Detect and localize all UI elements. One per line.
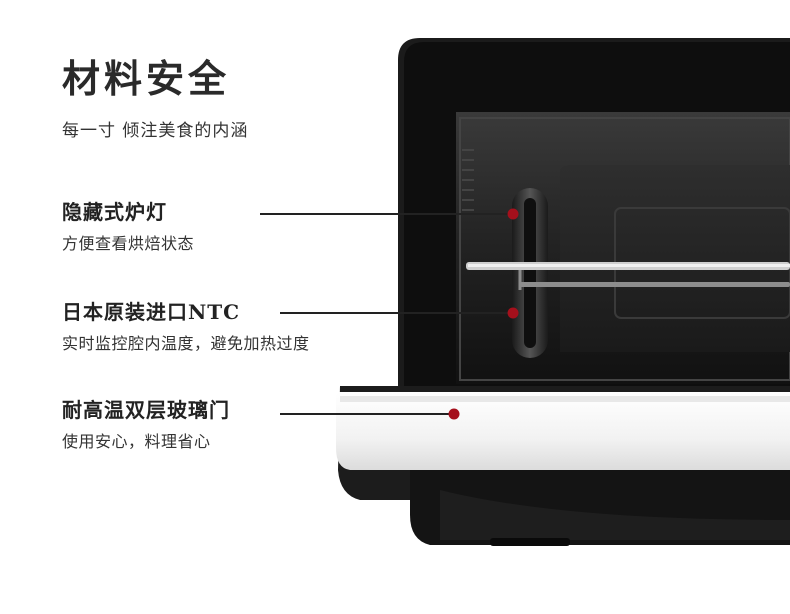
feature-desc: 使用安心，料理省心 — [62, 432, 211, 451]
callout-dot-lamp — [507, 208, 519, 220]
feature-title: 隐藏式炉灯 — [62, 200, 167, 224]
subheadline: 每一寸 倾注美食的内涵 — [62, 121, 249, 141]
feature-hidden-lamp: 隐藏式炉灯 方便查看烘焙状态 — [62, 200, 194, 254]
callout-dot-door — [448, 408, 460, 420]
feature-glass-door: 耐高温双层玻璃门 使用安心，料理省心 — [62, 398, 230, 452]
headline: 材料安全 — [62, 56, 231, 101]
feature-desc: 实时监控腔内温度，避免加热过度 — [62, 334, 310, 353]
callout-dot-ntc — [507, 307, 519, 319]
feature-desc: 方便查看烘焙状态 — [62, 234, 195, 253]
feature-title: 耐高温双层玻璃门 — [62, 398, 230, 422]
feature-ntc-sensor: 日本原装进口NTC 实时监控腔内温度，避免加热过度 — [62, 300, 310, 354]
feature-title: 日本原装进口NTC — [62, 300, 241, 324]
